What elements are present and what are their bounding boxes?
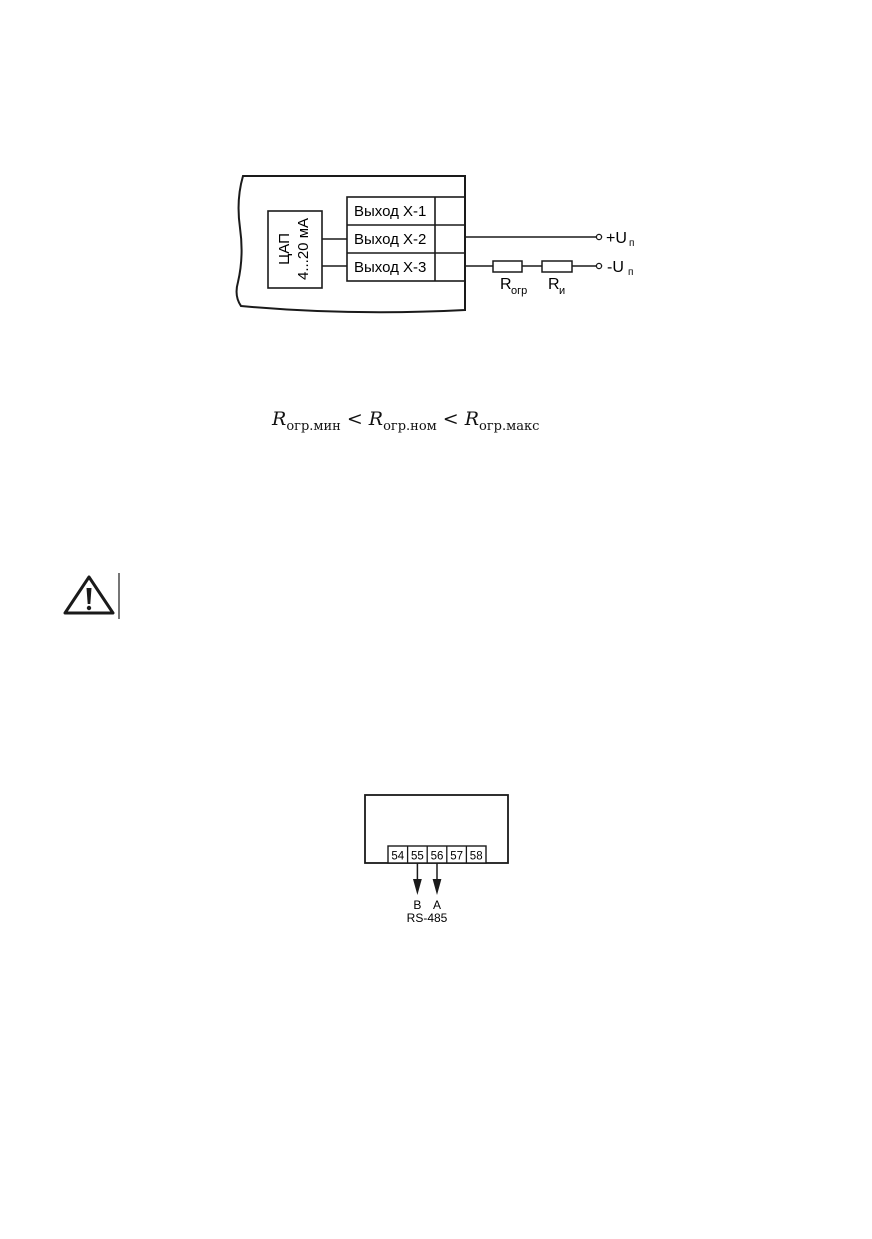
rs485-line-a-label: A [433,898,441,912]
minus-supply-subscript: п [628,267,633,278]
formula-nom-subscript: огр.ном [383,418,437,434]
minus-supply-terminal [595,262,603,270]
resistance-inequality-formula: Rогр.мин<Rогр.ном<Rогр.макс [272,408,539,434]
dac-block [267,210,323,289]
minus-supply-label: -U [607,259,624,276]
resistor-limit-label: R [500,276,512,293]
rs485-line-b-label: B [413,898,421,912]
device-housing [235,175,466,314]
formula-symbol-min: R [272,408,287,430]
warning-triangle-icon [63,575,115,615]
plus-supply-subscript: п [629,238,634,249]
formula-min-subscript: огр.мин [286,418,341,434]
resistor-limit-subscript: огр [511,285,527,297]
terminal-55: 55 [411,851,424,863]
terminal-56: 56 [431,851,444,863]
dac-range-label: 4...20 мА [295,218,312,280]
arrow-down-icon [413,863,422,895]
resistor-meter [541,260,573,273]
output-x3-label: Выход Х-3 [354,259,426,276]
terminal-54: 54 [391,851,404,863]
output-x1-label: Выход Х-1 [354,203,426,220]
resistor-meter-subscript: и [559,285,565,297]
rs485-interface-label: RS-485 [407,911,448,925]
formula-symbol-nom: R [368,408,384,430]
formula-operator: < [442,408,459,430]
terminal-58: 58 [470,851,483,863]
resistor-limit [492,260,523,273]
dac-label: ЦАП [276,233,293,265]
formula-operator: < [346,408,363,430]
plus-supply-label: +U [606,230,627,247]
output-x2-label: Выход Х-2 [354,231,426,248]
rs485-terminal-block [387,845,487,864]
arrow-down-icon [432,863,442,895]
formula-max-subscript: огр.макс [479,418,540,434]
terminal-57: 57 [450,851,463,863]
resistor-meter-label: R [548,276,560,293]
plus-supply-terminal [595,233,603,241]
formula-symbol-max: R [464,408,480,430]
